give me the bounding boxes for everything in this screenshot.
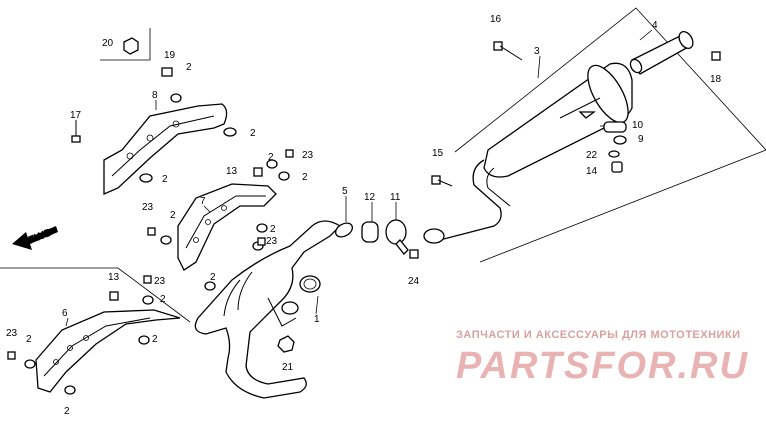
watermark-logo: PARTSFOR.RU [456,345,749,387]
label-8: 8 [152,90,158,101]
label-15: 15 [432,148,444,159]
frame-lines [0,7,766,323]
label-10: 10 [632,120,644,131]
label-23: 23 [142,202,154,213]
label-2: 2 [302,172,308,183]
watermark-subtitle: ЗАПЧАСТИ И АКСЕССУАРЫ ДЛЯ МОТОТЕХНИКИ [456,329,741,341]
label-21: 21 [282,362,294,373]
label-22: 22 [586,150,598,161]
bracket [603,121,627,133]
label-1: 1 [314,314,320,325]
exhaust-pipe [194,220,354,399]
fwd-arrow: FWD [12,226,58,250]
heat-shield-lower [35,309,181,393]
label-19: 19 [164,50,176,61]
label-2: 2 [186,62,192,73]
exhaust-clamp [385,219,409,255]
fwd-label: FWD [27,226,55,247]
label-2: 2 [64,406,70,417]
label-23: 23 [266,236,278,247]
washer [613,135,627,145]
label-2: 2 [210,272,216,283]
heat-shield-upper [103,103,228,195]
label-14: 14 [586,166,598,177]
label-20: 20 [102,38,114,49]
joint-collar [361,221,379,243]
label-24: 24 [408,276,420,287]
part-labels: 1 2 2 2 2 2 2 2 2 2 2 2 2 3 4 5 6 7 8 9 … [6,14,722,417]
label-23: 23 [302,150,314,161]
label-12: 12 [364,192,376,203]
muffler-bolt [493,41,503,51]
clamp-bolt [409,249,419,259]
label-2: 2 [170,210,176,221]
label-2: 2 [162,174,168,185]
label-6: 6 [62,308,68,319]
fasteners [7,37,721,395]
label-11: 11 [390,192,401,203]
muffler [423,62,633,244]
label-17: 17 [70,110,82,121]
label-2: 2 [152,334,158,345]
label-2: 2 [250,128,256,139]
label-2: 2 [268,152,274,163]
label-7: 7 [200,196,206,207]
leader-lines [65,29,653,327]
band-bolt [431,175,441,185]
label-13: 13 [108,272,120,283]
label-3: 3 [534,46,540,57]
heat-shield-middle [177,183,277,271]
collar [711,51,721,61]
label-2: 2 [26,334,32,345]
label-13: 13 [226,166,238,177]
tail-pipe [629,30,694,75]
bolt [71,135,81,143]
watermark: ЗАПЧАСТИ И АКСЕССУАРЫ ДЛЯ МОТОТЕХНИКИ PA… [456,329,749,387]
label-2: 2 [270,224,276,235]
label-5: 5 [342,186,348,197]
label-9: 9 [638,134,644,145]
flange-bolt [161,67,173,77]
damper-rubber [611,161,623,173]
label-2: 2 [160,294,166,305]
label-18: 18 [710,74,722,85]
flange-nut [277,335,295,353]
gasket [299,275,321,293]
cap-nut [123,37,139,55]
label-4: 4 [652,20,658,31]
label-16: 16 [490,14,502,25]
label-23: 23 [6,328,18,339]
label-23: 23 [154,276,166,287]
